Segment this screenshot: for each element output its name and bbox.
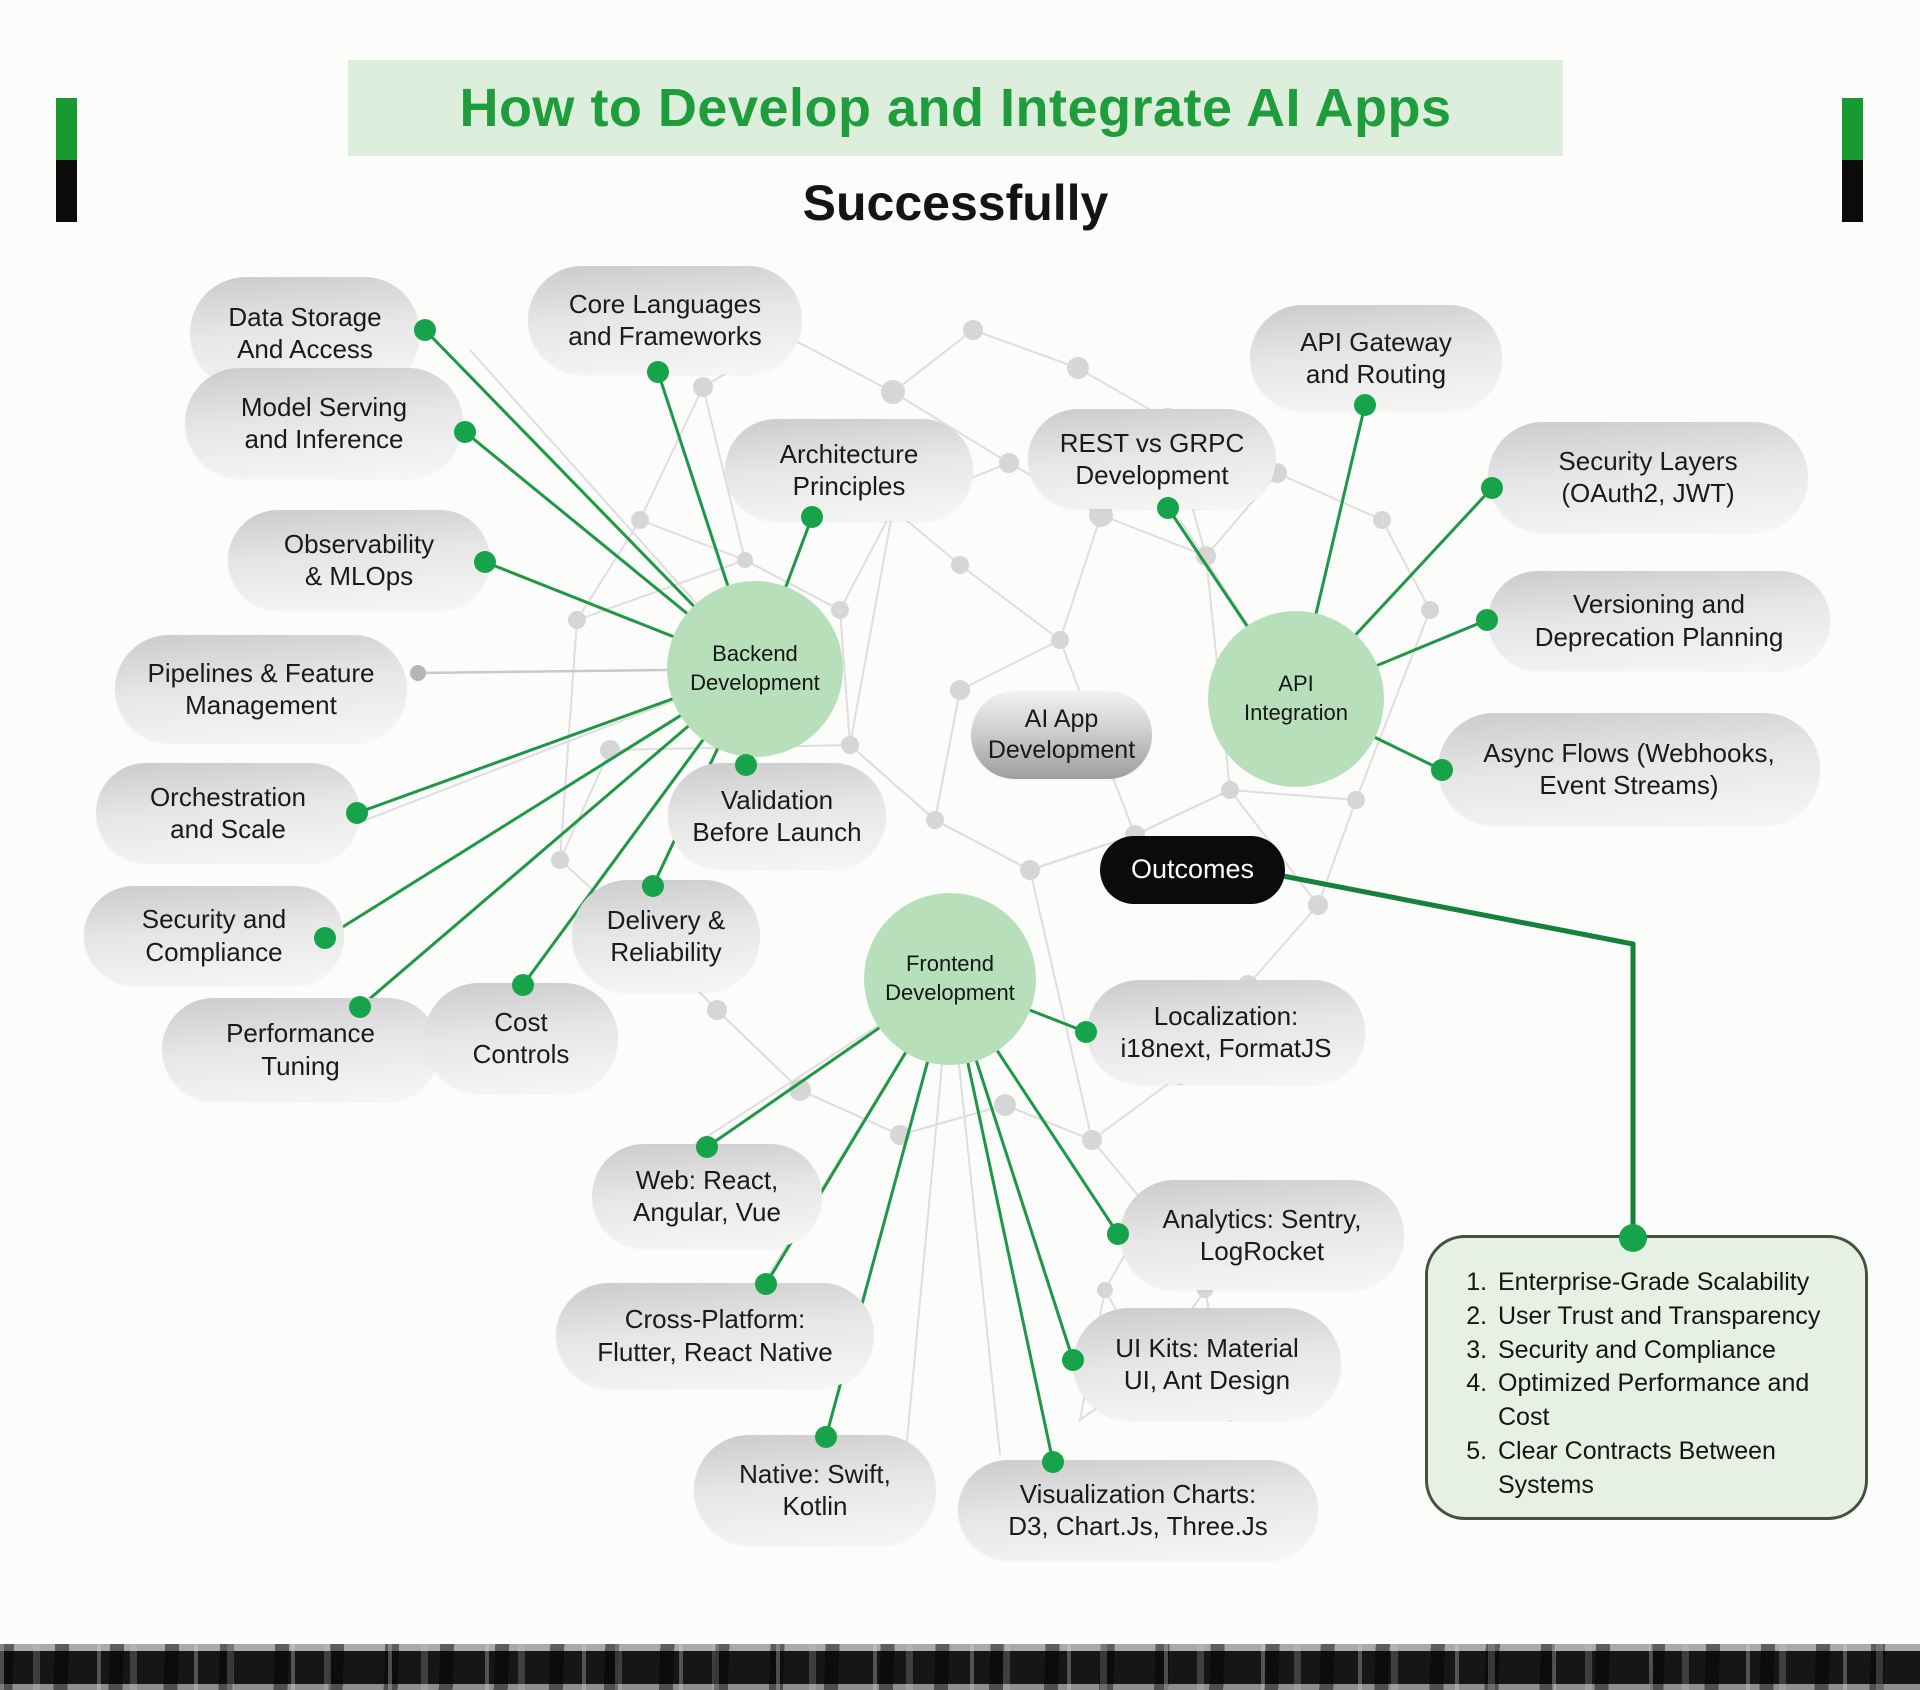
outcome-item: User Trust and Transparency — [1494, 1300, 1849, 1334]
node-label: Async Flows (Webhooks, Event Streams) — [1483, 737, 1775, 800]
node-model-serving: Model Serving and Inference — [185, 368, 463, 478]
node-ui-kits: UI Kits: Material UI, Ant Design — [1073, 1308, 1341, 1420]
node-rest-vs-grpc: REST vs GRPC Development — [1028, 409, 1276, 509]
node-security-compliance: Security and Compliance — [84, 886, 344, 985]
outcomes-list: Enterprise-Grade Scalability User Trust … — [1452, 1266, 1849, 1502]
node-cost-controls: Cost Controls — [424, 983, 618, 1093]
node-security-layers: Security Layers (OAuth2, JWT) — [1488, 422, 1808, 532]
node-label: Validation Before Launch — [692, 784, 862, 847]
node-label: Data Storage And Access — [228, 301, 382, 364]
node-label: Cost Controls — [472, 1006, 570, 1069]
node-performance-tuning: Performance Tuning — [162, 998, 439, 1101]
node-api-gateway-routing: API Gateway and Routing — [1250, 305, 1502, 411]
page-subtitle: Successfully — [802, 175, 1109, 231]
node-label: Security Layers (OAuth2, JWT) — [1558, 445, 1738, 508]
node-label: Pipelines & Feature Management — [147, 657, 375, 720]
node-label: Native: Swift, Kotlin — [739, 1458, 891, 1521]
node-analytics: Analytics: Sentry, LogRocket — [1120, 1180, 1404, 1290]
outcome-item: Clear Contracts Between Systems — [1494, 1435, 1849, 1503]
hub-backend-label: Backend Development — [690, 641, 820, 695]
corner-bar-right — [1842, 98, 1863, 222]
node-label: Localization: i18next, FormatJS — [1120, 1000, 1332, 1063]
node-localization: Localization: i18next, FormatJS — [1087, 980, 1365, 1084]
page-title: How to Develop and Integrate AI Apps — [459, 78, 1452, 138]
node-label: Cross-Platform: Flutter, React Native — [597, 1304, 833, 1367]
bottom-distressed-bar — [0, 1644, 1920, 1690]
outcomes-list-box: Enterprise-Grade Scalability User Trust … — [1425, 1235, 1868, 1520]
hub-frontend-development: Frontend Development — [864, 893, 1036, 1065]
node-label: Performance Tuning — [226, 1018, 375, 1081]
connector-dots — [314, 319, 1503, 1473]
hub-api-integration: API Integration — [1208, 611, 1384, 787]
node-label: AI App Development — [987, 705, 1136, 764]
connector-dot-gray — [410, 665, 426, 681]
node-label: Analytics: Sentry, LogRocket — [1162, 1203, 1362, 1266]
node-label: API Gateway and Routing — [1300, 326, 1452, 389]
title-highlight: How to Develop and Integrate AI Apps — [348, 60, 1563, 156]
node-label: Architecture Principles — [779, 438, 919, 501]
node-outcomes: Outcomes — [1100, 836, 1285, 904]
network-edges — [339, 328, 1432, 1463]
node-label: Versioning and Deprecation Planning — [1534, 589, 1784, 652]
node-ai-app-development: AI App Development — [971, 691, 1152, 779]
outcome-item: Enterprise-Grade Scalability — [1494, 1266, 1849, 1300]
node-delivery-reliability: Delivery & Reliability — [572, 880, 760, 992]
node-visualization-charts: Visualization Charts: D3, Chart.Js, Thre… — [958, 1460, 1318, 1560]
node-label: Web: React, Angular, Vue — [633, 1164, 781, 1227]
hub-frontend-label: Frontend Development — [885, 951, 1015, 1005]
hub-backend-development: Backend Development — [667, 581, 843, 757]
node-validation-before-launch: Validation Before Launch — [668, 763, 886, 869]
connector-line-pipelines — [417, 667, 756, 675]
node-label: Security and Compliance — [141, 904, 287, 967]
node-label: Orchestration and Scale — [149, 781, 307, 844]
node-label: Observability & MLOps — [283, 528, 435, 591]
outcome-item: Optimized Performance and Cost — [1494, 1367, 1849, 1435]
node-orchestration-scale: Orchestration and Scale — [96, 763, 360, 863]
node-native: Native: Swift, Kotlin — [694, 1435, 936, 1545]
node-core-languages: Core Languages and Frameworks — [528, 266, 802, 374]
node-label: Model Serving and Inference — [240, 391, 408, 454]
hub-api-label: API Integration — [1244, 671, 1348, 725]
outcomes-connector-line — [1282, 873, 1636, 1232]
node-pipelines-feature: Pipelines & Feature Management — [115, 635, 407, 743]
node-versioning-deprecation: Versioning and Deprecation Planning — [1488, 571, 1830, 670]
outcomes-connector-dot — [1619, 1224, 1647, 1252]
node-label: Visualization Charts: D3, Chart.Js, Thre… — [1008, 1478, 1268, 1541]
node-label: Outcomes — [1130, 854, 1255, 885]
node-architecture-principles: Architecture Principles — [725, 419, 973, 521]
network-nodes — [551, 320, 1439, 1378]
node-data-storage: Data Storage And Access — [190, 277, 420, 389]
connector-lines — [324, 328, 1494, 1463]
node-label: Core Languages and Frameworks — [568, 288, 762, 351]
node-observability-mlops: Observability & MLOps — [228, 510, 490, 610]
node-label: Delivery & Reliability — [606, 904, 726, 967]
node-label: UI Kits: Material UI, Ant Design — [1115, 1332, 1299, 1395]
node-label: REST vs GRPC Development — [1059, 427, 1245, 490]
outcome-item: Security and Compliance — [1494, 1334, 1849, 1368]
node-cross-platform: Cross-Platform: Flutter, React Native — [556, 1283, 874, 1388]
corner-bar-left — [56, 98, 77, 222]
node-web-frameworks: Web: React, Angular, Vue — [592, 1144, 822, 1248]
node-async-flows: Async Flows (Webhooks, Event Streams) — [1438, 713, 1820, 825]
